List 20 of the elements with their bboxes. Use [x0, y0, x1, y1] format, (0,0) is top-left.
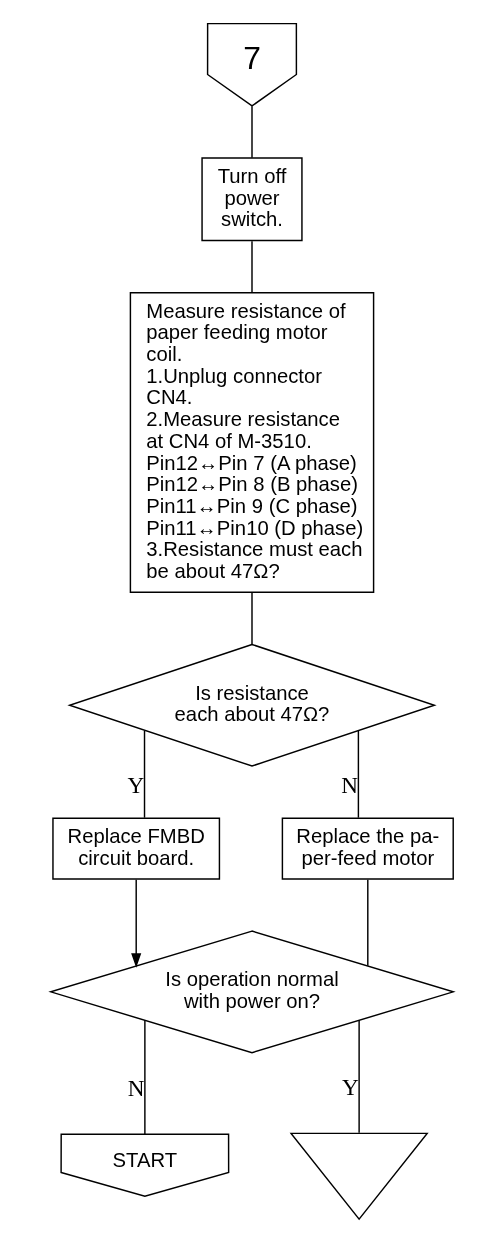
- arrow: [130, 878, 141, 968]
- node-box: Turn off power switch.: [200, 157, 303, 242]
- edge-label: N: [127, 1074, 145, 1101]
- connector: [366, 878, 369, 967]
- node-diamond: Is resistance each about 47Ω?: [66, 643, 437, 767]
- node-diamond: Is operation normal with power on?: [47, 930, 456, 1054]
- node-box: Replace the pa- per-feed motor: [281, 817, 454, 880]
- edge-label: N: [340, 771, 358, 798]
- node-box: Measure resistance of paper feeding motor coil. 1.Unplug connector CN4. 2.Measure resistance at CN4 of M-3510. Pin12↔Pin 7 (A phase) Pin12↔Pin 8 (B phase) Pin11↔Pin 9 (C phase) Pin11↔Pin10 (D phase) 3.Resistance must each be about 47Ω?: [129, 291, 374, 594]
- edge-label: Y: [341, 1074, 359, 1101]
- node-box: Replace FMBD circuit board.: [51, 817, 220, 880]
- connector: [357, 730, 359, 819]
- connector: [143, 1019, 146, 1135]
- edge-label: Y: [126, 771, 144, 798]
- node-triangle: [289, 1132, 429, 1221]
- connector: [143, 730, 145, 819]
- connector: [250, 591, 253, 645]
- connector: [250, 105, 253, 159]
- connector: [357, 1019, 360, 1134]
- connector: [250, 240, 253, 294]
